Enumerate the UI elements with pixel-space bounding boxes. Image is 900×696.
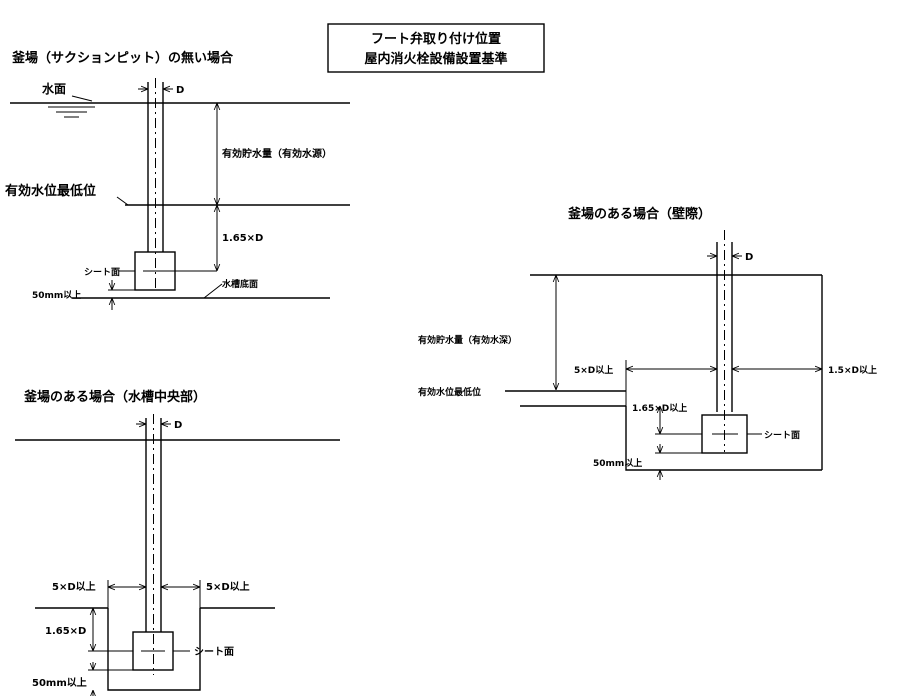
- title-box: フート弁取り付け位置 屋内消火栓設備設置基準: [327, 23, 545, 73]
- min-level-label: 有効水位最低位: [5, 183, 96, 199]
- seat-label-3: シート面: [764, 430, 800, 441]
- right-15d-label-3: 1.5×D以上: [828, 364, 877, 376]
- water-surface-leader: [71, 95, 93, 102]
- title-line-2: 屋内消火栓設備設置基準: [364, 51, 507, 67]
- effective-volume-label: 有効貯水量（有効水源）: [222, 147, 332, 160]
- diagram-no-pit: 釜場（サクションピット）の無い場合 水面 D シート面 有効水位最低位 有効貯水…: [5, 50, 350, 310]
- d-label-3: D: [745, 252, 753, 263]
- suction-pit: [107, 608, 201, 691]
- d-label: D: [176, 85, 184, 96]
- clearance-label: 50mm以上: [32, 289, 81, 301]
- dim-165-label-3: 1.65×D以上: [632, 402, 687, 414]
- diagram1-heading: 釜場（サクションピット）の無い場合: [11, 50, 234, 66]
- left-5d-label: 5×D以上: [52, 580, 96, 593]
- clearance-label-2: 50mm以上: [32, 676, 87, 689]
- clearance-label-3: 50mm以上: [593, 457, 642, 469]
- diagram-center-pit: 釜場のある場合（水槽中央部） D 5×D以上 5×D以上 シート面 1.65×D: [15, 389, 340, 696]
- tank-bottom-label: 水槽底面: [222, 278, 258, 290]
- seat-label-2: シート面: [194, 646, 234, 658]
- seat-label: シート面: [84, 267, 120, 278]
- title-line-1: フート弁取り付け位置: [371, 31, 501, 47]
- tank-bottom-leader: [203, 283, 223, 299]
- dim-165-label: 1.65×D: [222, 233, 263, 244]
- diagram2-heading: 釜場のある場合（水槽中央部）: [23, 389, 206, 405]
- title-frame: [327, 23, 545, 73]
- right-5d-label: 5×D以上: [206, 580, 250, 593]
- suction-pit-3: [625, 406, 822, 471]
- water-surface-label: 水面: [42, 81, 66, 96]
- diagram-wall-pit: 釜場のある場合（壁際） D 有効貯水量（有効水深） 有効水位最低位 5×D以上 …: [418, 206, 877, 480]
- d-label-2: D: [174, 420, 182, 431]
- min-level-label-3: 有効水位最低位: [418, 386, 481, 398]
- left-5d-label-3: 5×D以上: [574, 364, 613, 376]
- effective-volume-label-3: 有効貯水量（有効水深）: [418, 334, 517, 346]
- diagram3-heading: 釜場のある場合（壁際）: [567, 206, 711, 222]
- min-level-leader: [116, 196, 129, 206]
- dim-165-label-2: 1.65×D: [45, 626, 86, 637]
